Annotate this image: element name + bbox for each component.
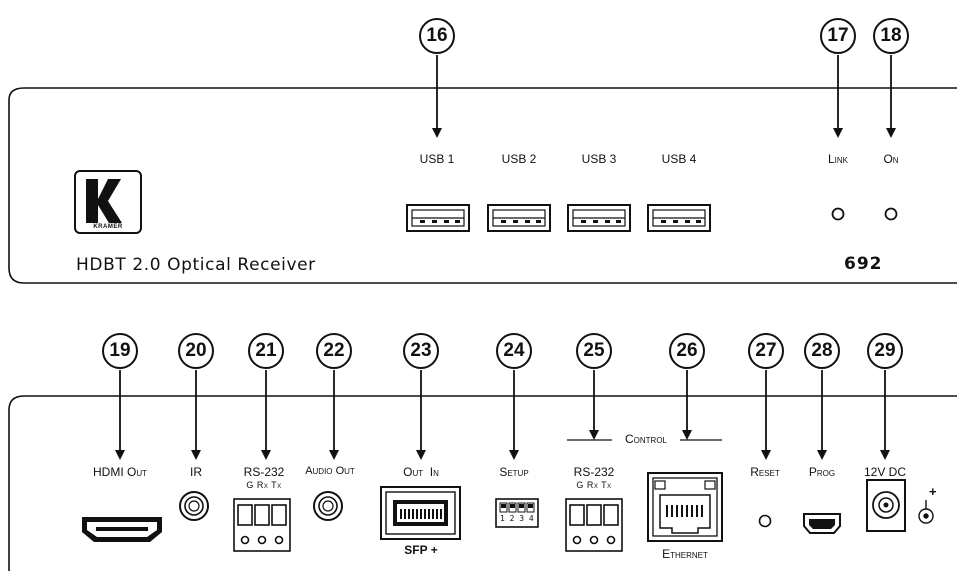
rs232-right-terminal (565, 498, 623, 552)
callout-29: 29 (867, 333, 903, 369)
dc-plus-label: + (929, 484, 937, 499)
setup-dip-switch (495, 498, 539, 528)
hdmi-out-label: HDMI Out (93, 465, 147, 479)
usb2-label: USB 2 (501, 152, 537, 166)
rs232-left-terminal (233, 498, 291, 552)
on-led (884, 207, 898, 221)
ethernet-port (647, 472, 723, 542)
out-in-label: Out In (403, 465, 439, 479)
hdmi-port (82, 517, 162, 542)
ethernet-label: Ethernet (662, 547, 708, 561)
rs232-left-pins: G Rx Tx (246, 480, 282, 490)
sfp-cage (380, 486, 461, 540)
control-label: Control (624, 432, 668, 446)
usb4-label: USB 4 (661, 152, 697, 166)
setup-label: Setup (499, 465, 529, 479)
sfp-label: SFP + (404, 543, 438, 557)
setup-digits: 1 2 3 4 (500, 514, 534, 523)
prog-mini-usb (803, 513, 841, 534)
logo-text: KRAMER (93, 224, 123, 230)
reset-label: Reset (750, 465, 780, 479)
callout-22: 22 (316, 333, 352, 369)
link-label: Link (827, 152, 849, 166)
on-label: On (883, 152, 899, 166)
callout-16: 16 (419, 18, 455, 54)
usb1-label: USB 1 (419, 152, 455, 166)
usb3-label: USB 3 (581, 152, 617, 166)
dc-label: 12V DC (863, 465, 907, 479)
callout-arrowheads (115, 128, 896, 460)
callout-23: 23 (403, 333, 439, 369)
callout-20: 20 (178, 333, 214, 369)
usb-pins (420, 220, 701, 223)
front-panel-outline (8, 87, 957, 284)
dc-jack (866, 479, 906, 532)
callout-18: 18 (873, 18, 909, 54)
dc-polarity-symbol (918, 500, 934, 524)
callout-26: 26 (669, 333, 705, 369)
rs232-right-label: RS-232 (573, 465, 615, 479)
callout-27: 27 (748, 333, 784, 369)
reset-button (758, 514, 772, 528)
callout-17: 17 (820, 18, 856, 54)
rs232-left-label: RS-232 (243, 465, 285, 479)
callout-28: 28 (804, 333, 840, 369)
model-number: 692 (844, 254, 883, 274)
rear-panel-outline (8, 395, 957, 571)
device-title: HDBT 2.0 Optical Receiver (76, 255, 316, 275)
rs232-right-pins: G Rx Tx (576, 480, 612, 490)
link-led (831, 207, 845, 221)
kramer-logo (74, 170, 142, 234)
callout-24: 24 (496, 333, 532, 369)
ir-label: IR (190, 465, 202, 479)
prog-label: Prog (808, 465, 836, 479)
usb-inner (411, 209, 706, 227)
callout-21: 21 (248, 333, 284, 369)
callout-19: 19 (102, 333, 138, 369)
callout-25: 25 (576, 333, 612, 369)
audio-out-label: Audio Out (305, 465, 355, 477)
